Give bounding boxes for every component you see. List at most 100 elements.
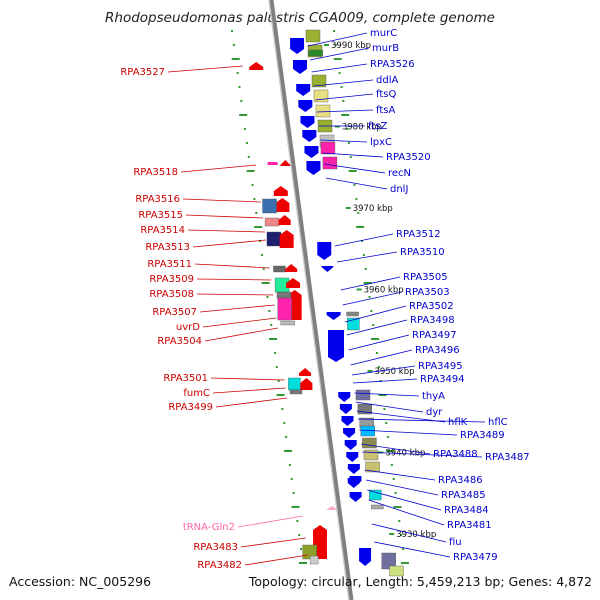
- gene-arrow[interactable]: [306, 161, 321, 175]
- gene-label-RPA3497[interactable]: RPA3497: [412, 330, 457, 341]
- gene-label-RPA3498[interactable]: RPA3498: [410, 315, 455, 326]
- gene-label-uvrD[interactable]: uvrD: [176, 322, 200, 333]
- gene-label-RPA3518[interactable]: RPA3518: [133, 167, 178, 178]
- gene-arrow[interactable]: [317, 242, 332, 260]
- gene-arrow[interactable]: [338, 392, 351, 402]
- gene-arrow[interactable]: [339, 404, 352, 414]
- gene-label-RPA3505[interactable]: RPA3505: [403, 272, 448, 283]
- gene-box[interactable]: [311, 74, 327, 88]
- gene-box[interactable]: [355, 389, 371, 401]
- gene-arrow[interactable]: [293, 60, 307, 74]
- gene-label-RPA3504[interactable]: RPA3504: [157, 336, 202, 347]
- gene-arrow[interactable]: [286, 278, 301, 288]
- gene-label-hflC[interactable]: hflC: [488, 417, 508, 428]
- gene-box[interactable]: [267, 162, 278, 165]
- gene-label-ftsZ[interactable]: ftsZ: [368, 121, 387, 132]
- gene-box[interactable]: [266, 231, 282, 247]
- gene-arrow[interactable]: [321, 266, 334, 272]
- gene-label-RPA3511[interactable]: RPA3511: [147, 259, 192, 270]
- gene-label-RPA3484[interactable]: RPA3484: [444, 505, 489, 516]
- gene-box[interactable]: [315, 104, 331, 118]
- gene-label-RPA3510[interactable]: RPA3510: [400, 247, 445, 258]
- gene-label-recN[interactable]: recN: [388, 168, 411, 179]
- gene-box[interactable]: [371, 504, 384, 510]
- gene-label-RPA3483[interactable]: RPA3483: [193, 542, 238, 553]
- gene-box[interactable]: [288, 377, 301, 391]
- gene-label-RPA3481[interactable]: RPA3481: [447, 520, 492, 531]
- gene-arrow[interactable]: [347, 464, 360, 474]
- gene-arrow[interactable]: [344, 440, 357, 450]
- gene-label-tRNA-Gln2[interactable]: tRNA-Gln2: [183, 522, 235, 533]
- gene-arrow[interactable]: [279, 230, 294, 248]
- gene-label-thyA[interactable]: thyA: [422, 391, 445, 402]
- gene-label-RPA3520[interactable]: RPA3520: [386, 152, 431, 163]
- gene-box[interactable]: [289, 389, 303, 395]
- gene-box[interactable]: [389, 565, 404, 577]
- left-gene-labels[interactable]: RPA3527RPA3518RPA3516RPA3515RPA3514RPA35…: [120, 65, 309, 571]
- gene-box[interactable]: [322, 156, 338, 170]
- gene-label-RPA3487[interactable]: RPA3487: [485, 452, 530, 463]
- gene-arrow[interactable]: [285, 264, 298, 272]
- gene-label-RPA3508[interactable]: RPA3508: [149, 289, 194, 300]
- gene-arrow[interactable]: [249, 62, 264, 70]
- gene-label-ftsA[interactable]: ftsA: [376, 105, 395, 116]
- gene-label-RPA3526[interactable]: RPA3526: [370, 59, 415, 70]
- gene-arrow[interactable]: [290, 38, 305, 54]
- gene-box[interactable]: [381, 552, 396, 570]
- gene-arrow[interactable]: [300, 116, 315, 128]
- gene-box[interactable]: [277, 297, 292, 321]
- gene-label-RPA3507[interactable]: RPA3507: [152, 307, 197, 318]
- gene-label-RPA3486[interactable]: RPA3486: [438, 475, 483, 486]
- gene-label-RPA3496[interactable]: RPA3496: [415, 345, 460, 356]
- gene-label-fumC[interactable]: fumC: [183, 388, 210, 399]
- gene-arrow[interactable]: [278, 215, 291, 225]
- gene-label-murB[interactable]: murB: [372, 43, 399, 54]
- gene-arrow[interactable]: [296, 84, 311, 96]
- gene-label-RPA3495[interactable]: RPA3495: [418, 361, 463, 372]
- gene-arrow[interactable]: [328, 330, 344, 362]
- gene-arrow[interactable]: [347, 478, 360, 488]
- gene-box[interactable]: [308, 49, 323, 57]
- gene-box[interactable]: [365, 461, 380, 473]
- gene-label-fiu[interactable]: fiu: [449, 537, 462, 548]
- gene-box[interactable]: [276, 291, 292, 299]
- gene-box[interactable]: [346, 311, 359, 317]
- gene-label-RPA3515[interactable]: RPA3515: [138, 210, 183, 221]
- gene-label-RPA3513[interactable]: RPA3513: [145, 242, 190, 253]
- gene-arrow[interactable]: [346, 452, 359, 462]
- gene-label-RPA3514[interactable]: RPA3514: [140, 225, 185, 236]
- gene-arrow[interactable]: [273, 186, 288, 196]
- gene-arrow[interactable]: [302, 130, 317, 142]
- gene-arrow[interactable]: [298, 100, 313, 112]
- gene-arrow[interactable]: [304, 146, 319, 158]
- gene-label-murC[interactable]: murC: [370, 28, 397, 39]
- gene-label-RPA3494[interactable]: RPA3494: [420, 374, 465, 385]
- gene-label-RPA3527[interactable]: RPA3527: [120, 67, 165, 78]
- gene-arrow[interactable]: [280, 160, 291, 166]
- gene-arrow[interactable]: [326, 312, 341, 320]
- gene-label-ftsQ[interactable]: ftsQ: [376, 89, 396, 100]
- gene-box[interactable]: [273, 265, 286, 273]
- gene-box[interactable]: [309, 555, 319, 565]
- gene-arrow[interactable]: [299, 368, 312, 376]
- gene-arrow[interactable]: [300, 378, 313, 390]
- gene-label-RPA3501[interactable]: RPA3501: [163, 373, 208, 384]
- gene-label-RPA3482[interactable]: RPA3482: [197, 560, 242, 571]
- gene-box[interactable]: [262, 198, 277, 214]
- gene-label-RPA3502[interactable]: RPA3502: [409, 301, 454, 312]
- gene-box[interactable]: [305, 29, 321, 43]
- gene-arrow[interactable]: [359, 548, 372, 566]
- gene-arrow[interactable]: [349, 492, 362, 502]
- gene-label-dyr[interactable]: dyr: [426, 407, 443, 418]
- gene-label-RPA3485[interactable]: RPA3485: [441, 490, 486, 501]
- gene-box[interactable]: [369, 489, 382, 501]
- rna-feature[interactable]: [326, 506, 338, 510]
- gene-box[interactable]: [347, 317, 360, 331]
- gene-arrow[interactable]: [275, 198, 290, 212]
- gene-box[interactable]: [320, 141, 336, 155]
- gene-box[interactable]: [362, 437, 377, 449]
- gene-label-lpxC[interactable]: lpxC: [370, 137, 392, 148]
- gene-label-RPA3479[interactable]: RPA3479: [453, 552, 498, 563]
- gene-box[interactable]: [280, 320, 295, 326]
- gene-label-RPA3512[interactable]: RPA3512: [396, 229, 441, 240]
